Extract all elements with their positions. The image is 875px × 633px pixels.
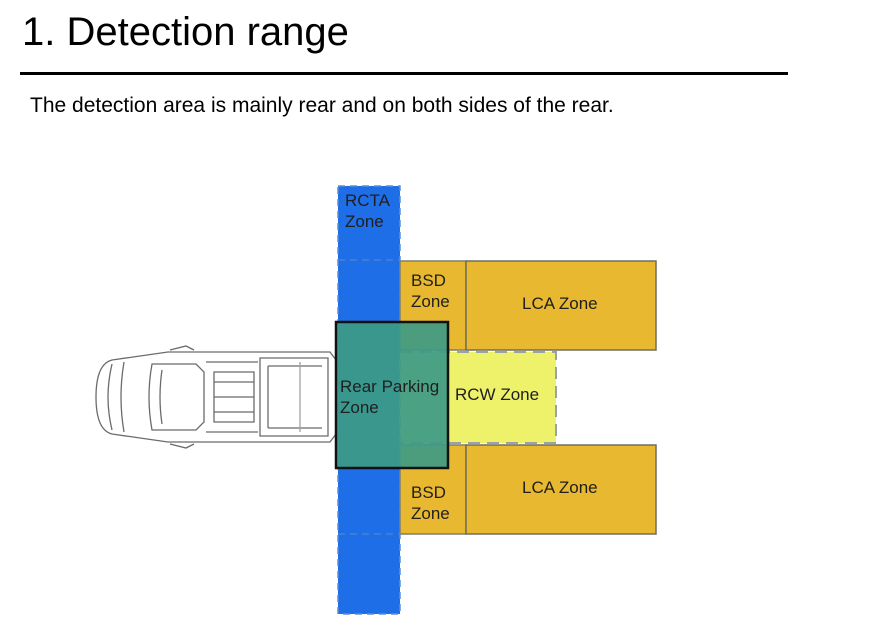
bsd-zone-upper-label: BSD [411, 271, 446, 290]
section-heading: 1. Detection range [22, 10, 349, 54]
bsd-zone-upper-label-line2: Zone [411, 292, 450, 311]
heading-divider [20, 72, 788, 75]
lca-zone-upper [465, 260, 657, 351]
bsd-zone-lower-label-line2: Zone [411, 504, 450, 523]
rear-parking-zone [334, 320, 450, 470]
bsd-zone-lower-label: BSD [411, 483, 446, 502]
lca-zone-lower-label: LCA Zone [522, 478, 598, 497]
lca-zone-upper-label: LCA Zone [522, 294, 598, 313]
vehicle-top-view [95, 345, 337, 449]
intro-text: The detection area is mainly rear and on… [30, 94, 614, 117]
rear-parking-zone-label: Rear Parking [340, 377, 439, 396]
rcw-zone-label: RCW Zone [455, 385, 539, 404]
rcta-zone-label: RCTA [345, 191, 391, 210]
lca-zone-lower [465, 444, 657, 535]
rear-parking-zone-label-line2: Zone [340, 398, 379, 417]
rcta-zone-label-line2: Zone [345, 212, 384, 231]
